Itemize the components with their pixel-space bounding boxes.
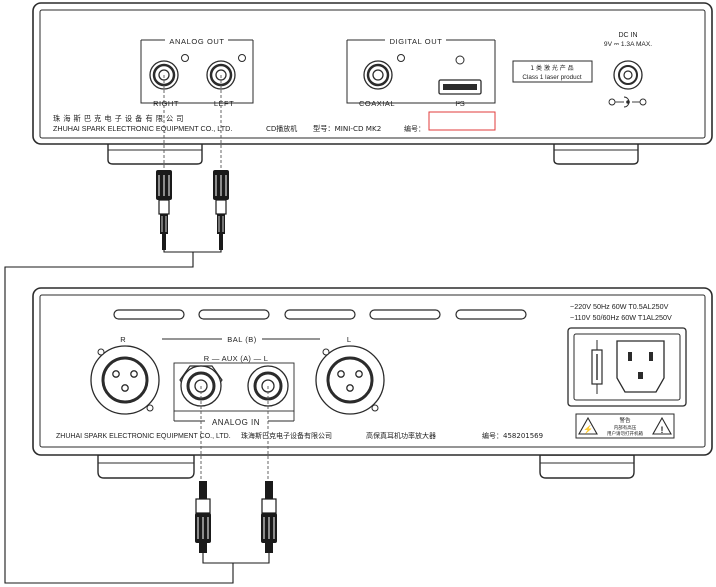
- warning-line-2: 用户请勿打开机箱: [607, 430, 643, 437]
- laser-line-2: Class 1 laser product: [522, 74, 581, 81]
- xlr-left-input[interactable]: [315, 345, 385, 415]
- fuse-holder-icon: [591, 340, 603, 394]
- warning-label: ⚡ ! 警告 内部有高压 用户请勿打开机箱: [575, 413, 675, 439]
- rca-plug-left-channel-top: [213, 170, 229, 250]
- iec-socket-outline: [616, 340, 665, 393]
- coaxial-label: COAXIAL: [359, 99, 395, 108]
- digital-out-group: DIGITAL OUT COAXIAL I²S: [346, 37, 496, 108]
- cd-serial-box: [428, 111, 496, 131]
- bal-l-label: L: [347, 335, 351, 344]
- dc-in-jack[interactable]: [613, 60, 643, 90]
- cd-product-zh: CD播放机: [266, 124, 297, 133]
- amp-foot-right: [539, 454, 635, 479]
- svg-text:⚡: ⚡: [583, 424, 593, 434]
- aux-label: R — AUX (A) — L: [204, 354, 269, 363]
- xlr-right-input[interactable]: [90, 345, 160, 415]
- laser-product-label: 1 类 激 光 产 品 Class 1 laser product: [512, 60, 593, 83]
- amp-foot-left: [97, 454, 195, 479]
- rca-plug-left-channel-bottom: [261, 481, 277, 553]
- cd-player-foot-right: [553, 142, 639, 165]
- amplifier-rear-panel: R BAL (B) L R — AUX (A) — L: [32, 287, 713, 479]
- dc-in-label: DC IN: [618, 32, 637, 39]
- i2s-hdmi-port[interactable]: [438, 79, 482, 95]
- analog-out-label: ANALOG OUT: [169, 37, 224, 46]
- power-spec-1: ~220V 50Hz 60W T0.5AL250V: [570, 302, 669, 311]
- warning-title: 警告: [619, 416, 631, 424]
- cd-company-zh: 珠 海 斯 巴 克 电 子 设 备 有 限 公 司: [53, 114, 184, 123]
- amp-serial: 编号：458201569: [482, 431, 543, 440]
- rca-cable-bottom: [195, 386, 277, 553]
- digital-out-screw-2: [455, 55, 465, 65]
- rca-plug-right-channel-bottom: [195, 481, 211, 553]
- cd-player-foot-left: [107, 142, 203, 165]
- cd-model: 型号：MINI-CD MK2: [313, 124, 381, 133]
- iec-power-inlet[interactable]: [567, 327, 687, 407]
- cable-route: [4, 250, 270, 584]
- left-label: LEFT: [214, 99, 234, 108]
- i2s-label: I²S: [455, 99, 465, 108]
- dc-polarity-icon: [608, 96, 647, 108]
- dc-in-spec: 9V ⎓ 1.3A MAX.: [604, 41, 652, 48]
- rca-cable-top: [4, 75, 270, 584]
- coaxial-jack[interactable]: [363, 60, 393, 90]
- vent-slots: [113, 309, 527, 320]
- cd-serial-label: 编号：: [404, 124, 425, 133]
- analog-in-label: ANALOG IN: [212, 418, 260, 427]
- bal-r-label: R: [120, 335, 126, 344]
- cd-company-en: ZHUHAI SPARK ELECTRONIC EQUIPMENT CO., L…: [53, 124, 232, 133]
- analog-out-screw-1: [181, 54, 189, 62]
- svg-text:!: !: [661, 425, 664, 435]
- power-spec-2: ~110V 50/60Hz 60W T1AL250V: [570, 313, 672, 322]
- warning-triangle-icon-right: [652, 416, 672, 435]
- bal-label: BAL (B): [227, 335, 256, 344]
- digital-out-screw-1: [397, 54, 405, 62]
- cd-player-rear-panel: ANALOG OUT RIGHT LEFT DIGITAL OUT: [32, 2, 713, 165]
- warning-triangle-icon-left: [578, 416, 598, 435]
- digital-out-label: DIGITAL OUT: [390, 37, 443, 46]
- amp-company-zh: 珠海斯巴克电子设备有限公司: [241, 431, 332, 440]
- laser-line-1: 1 类 激 光 产 品: [530, 64, 573, 72]
- dc-in-group: DC IN 9V ⎓ 1.3A MAX.: [604, 32, 652, 108]
- amp-product-zh: 高保真耳机功率放大器: [366, 431, 436, 440]
- right-label: RIGHT: [153, 99, 179, 108]
- amp-company-en: ZHUHAI SPARK ELECTRONIC EQUIPMENT CO., L…: [56, 433, 231, 440]
- warning-line-1: 内部有高压: [614, 424, 637, 431]
- analog-out-screw-2: [238, 54, 246, 62]
- rca-plug-right-channel-top: [156, 170, 172, 250]
